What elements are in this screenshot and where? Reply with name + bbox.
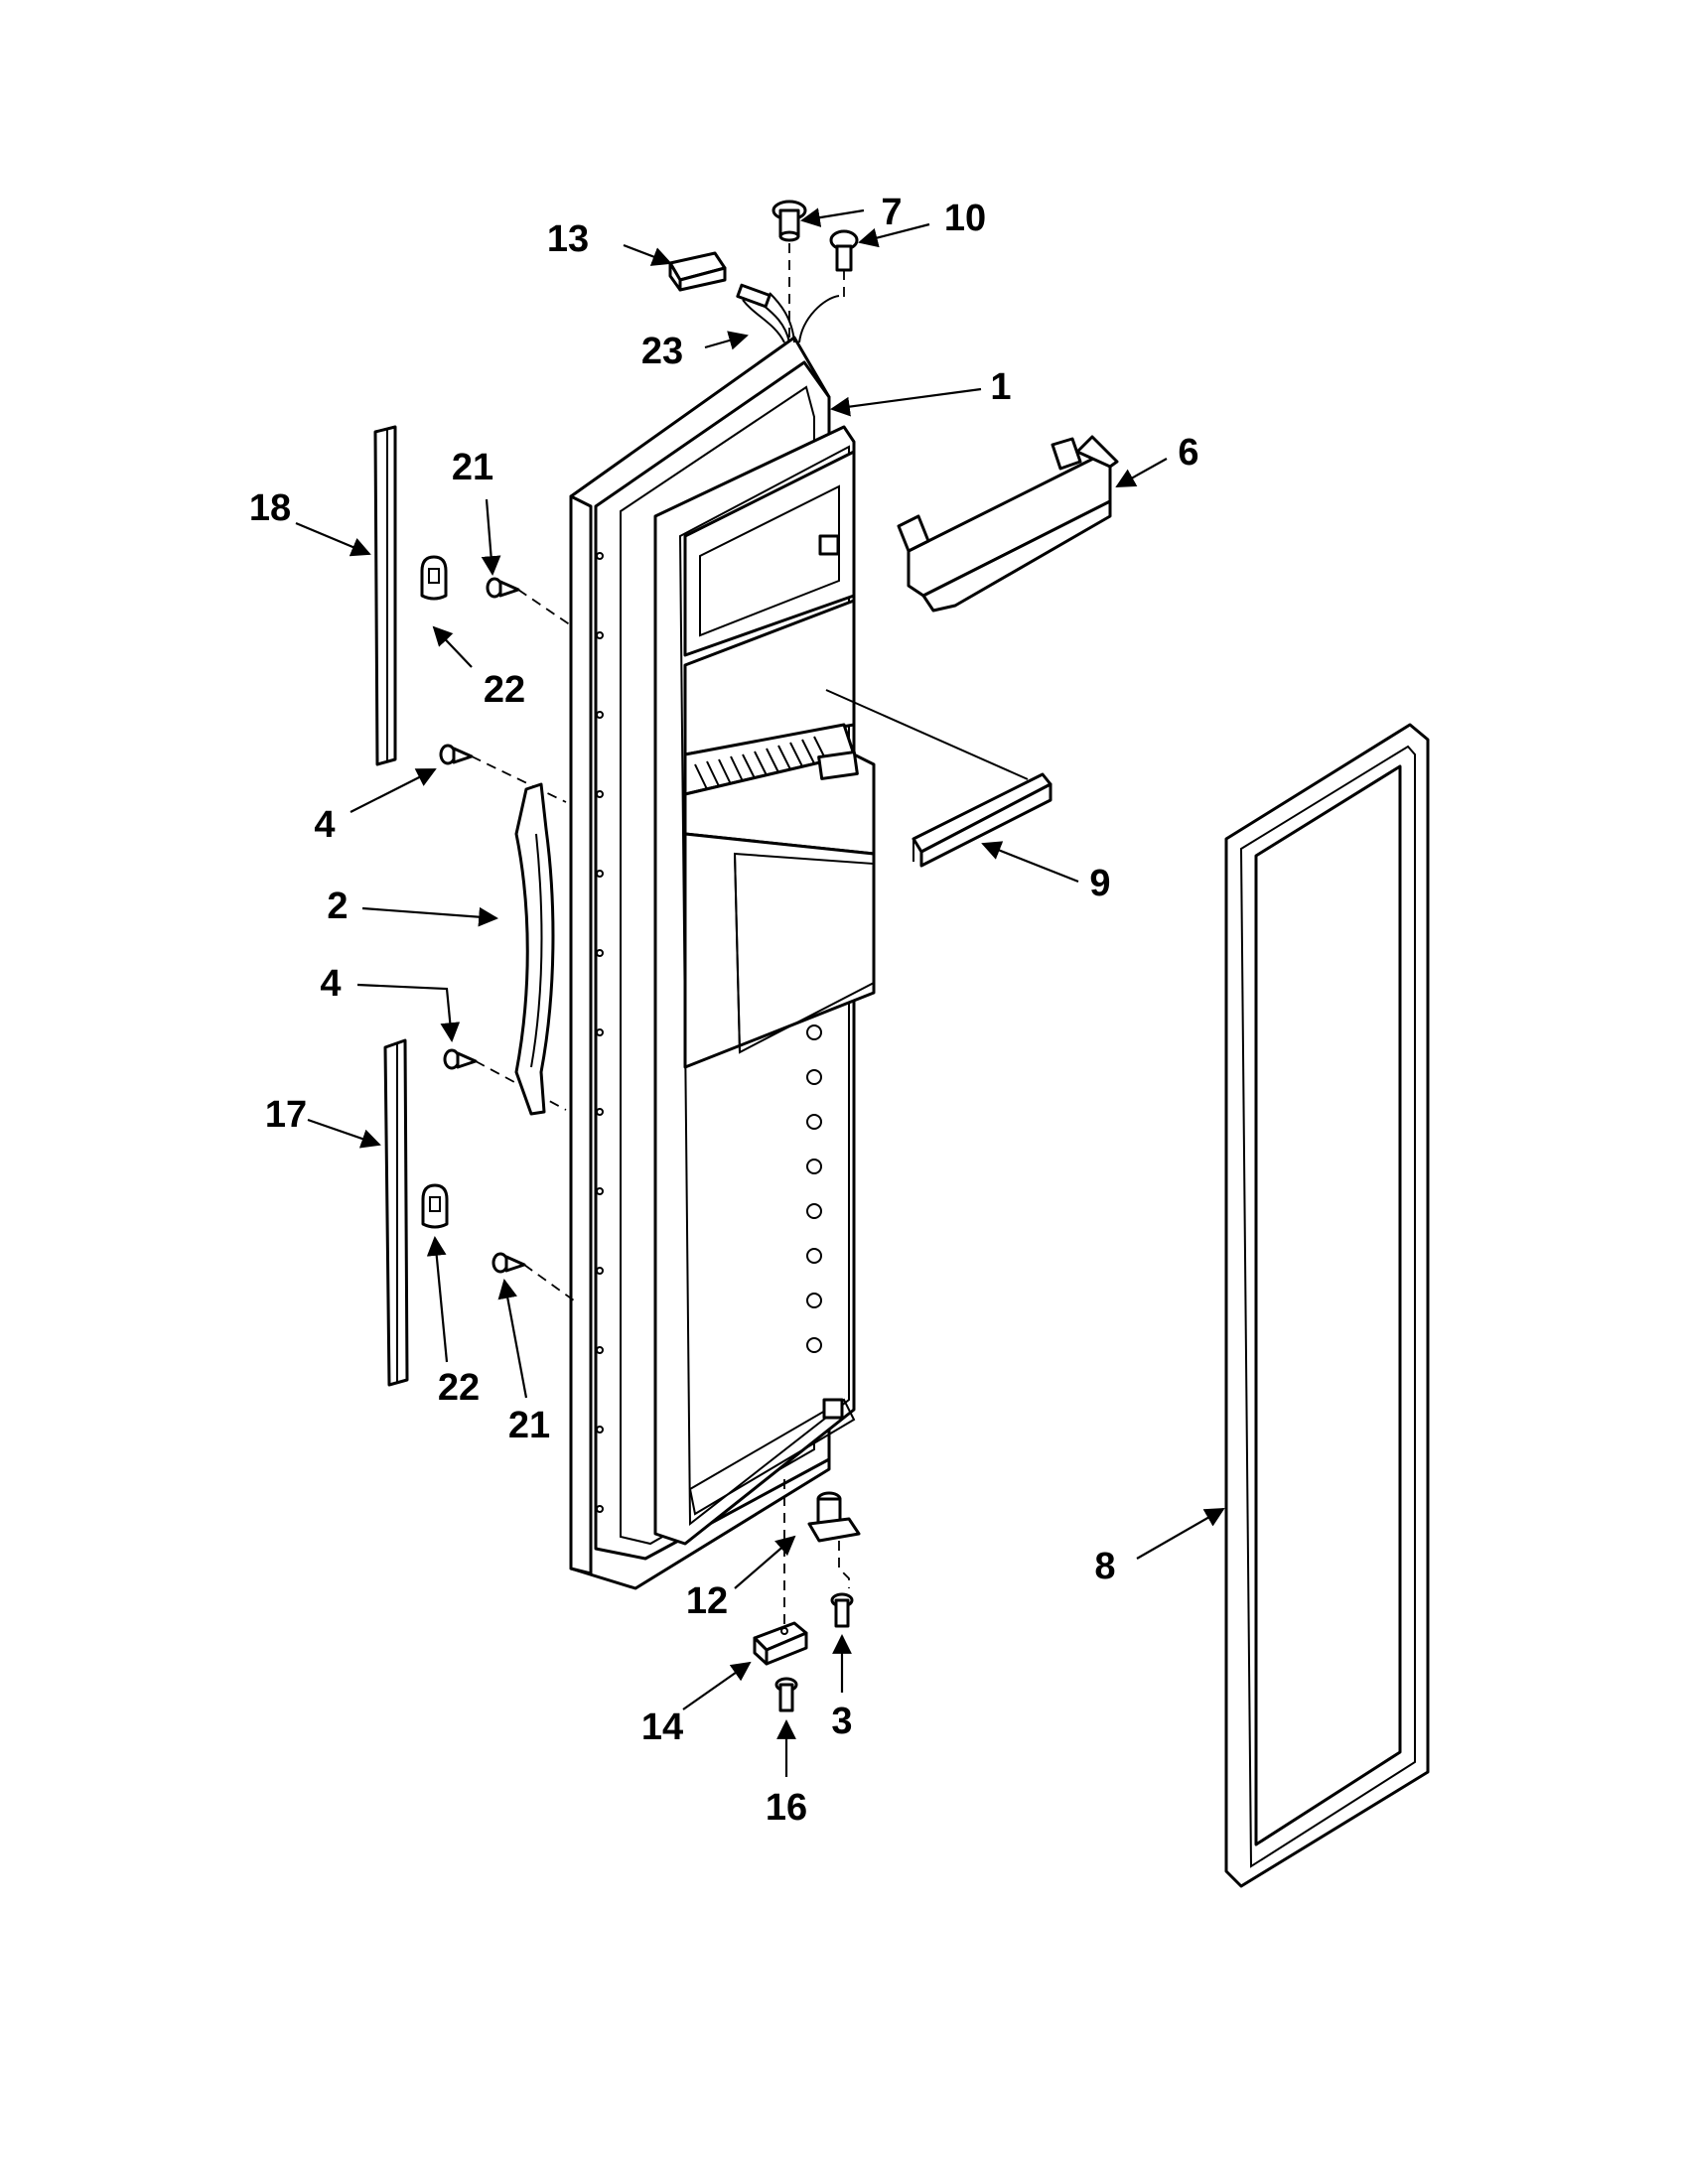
- chute-grating: [683, 723, 856, 796]
- callout-4-upper: 4: [314, 804, 335, 846]
- screw-10: [829, 229, 859, 272]
- callout-17: 17: [265, 1094, 307, 1136]
- door-edge: [569, 494, 593, 1575]
- inner-frame-edge: [678, 445, 850, 1527]
- dispenser-bar: [912, 772, 1052, 868]
- callout-7: 7: [881, 192, 902, 233]
- screw-21-upper: [486, 577, 520, 599]
- callout-4-lower: 4: [320, 963, 341, 1005]
- screw-4-upper: [439, 744, 474, 765]
- callout-16: 13: [547, 218, 589, 260]
- door-edge-holes: [596, 552, 604, 1513]
- hinge-bracket: [753, 1621, 808, 1666]
- callout-23: 23: [641, 331, 683, 372]
- screw-13: [774, 1677, 798, 1712]
- hinge-pin: [807, 1491, 861, 1543]
- callout-8: 8: [1094, 1546, 1115, 1587]
- door-liner-inner-edge: [620, 385, 815, 1546]
- callout-22-lower: 22: [438, 1367, 480, 1409]
- clip-lower: [421, 1183, 449, 1229]
- callout-14: 14: [641, 1706, 683, 1748]
- upper-trim-strip: [373, 425, 397, 766]
- connector-block: [668, 251, 727, 292]
- callout-12: 12: [686, 1580, 728, 1622]
- callout-10: 10: [944, 198, 986, 239]
- callout-2: 2: [327, 886, 348, 927]
- callout-labels: 13 7 10 23 1 6 18 21 22 4 2 4 17 22 21 9…: [249, 192, 1199, 1829]
- door-assembly: [569, 336, 876, 1590]
- callout-13: 16: [766, 1787, 807, 1829]
- callout-22-upper: 22: [484, 669, 525, 711]
- callout-1: 1: [990, 366, 1011, 408]
- frame-bottom-lip: [688, 1398, 856, 1516]
- callout-18: 18: [249, 487, 291, 529]
- upper-compartment-back: [699, 484, 840, 637]
- lower-hinge-stub: [822, 1398, 844, 1420]
- door-handle: [514, 782, 555, 1116]
- middle-compartment: [683, 599, 856, 756]
- door-gasket: [1224, 723, 1430, 1888]
- callout-21-upper: 21: [452, 447, 493, 488]
- leader-lines: [295, 207, 1225, 1777]
- upper-compartment: [683, 450, 856, 657]
- light-socket: [772, 200, 807, 242]
- lower-trim-strip: [383, 1038, 409, 1387]
- clip-upper: [420, 555, 448, 601]
- callout-21-lower: 21: [508, 1405, 550, 1446]
- liner-holes: [806, 1024, 822, 1353]
- dispenser-housing: [683, 751, 876, 1069]
- screw-4-lower: [443, 1048, 478, 1070]
- callout-3: 3: [831, 1701, 852, 1742]
- wire-harness: [736, 283, 840, 343]
- screw-3: [830, 1592, 854, 1628]
- screw-21-lower: [491, 1252, 526, 1274]
- callout-6: 6: [1178, 432, 1198, 474]
- shelf-rail: [897, 435, 1119, 613]
- callout-9: 9: [1089, 863, 1110, 904]
- upper-hinge-stub: [818, 534, 840, 556]
- bar-mount-line: [825, 689, 1029, 780]
